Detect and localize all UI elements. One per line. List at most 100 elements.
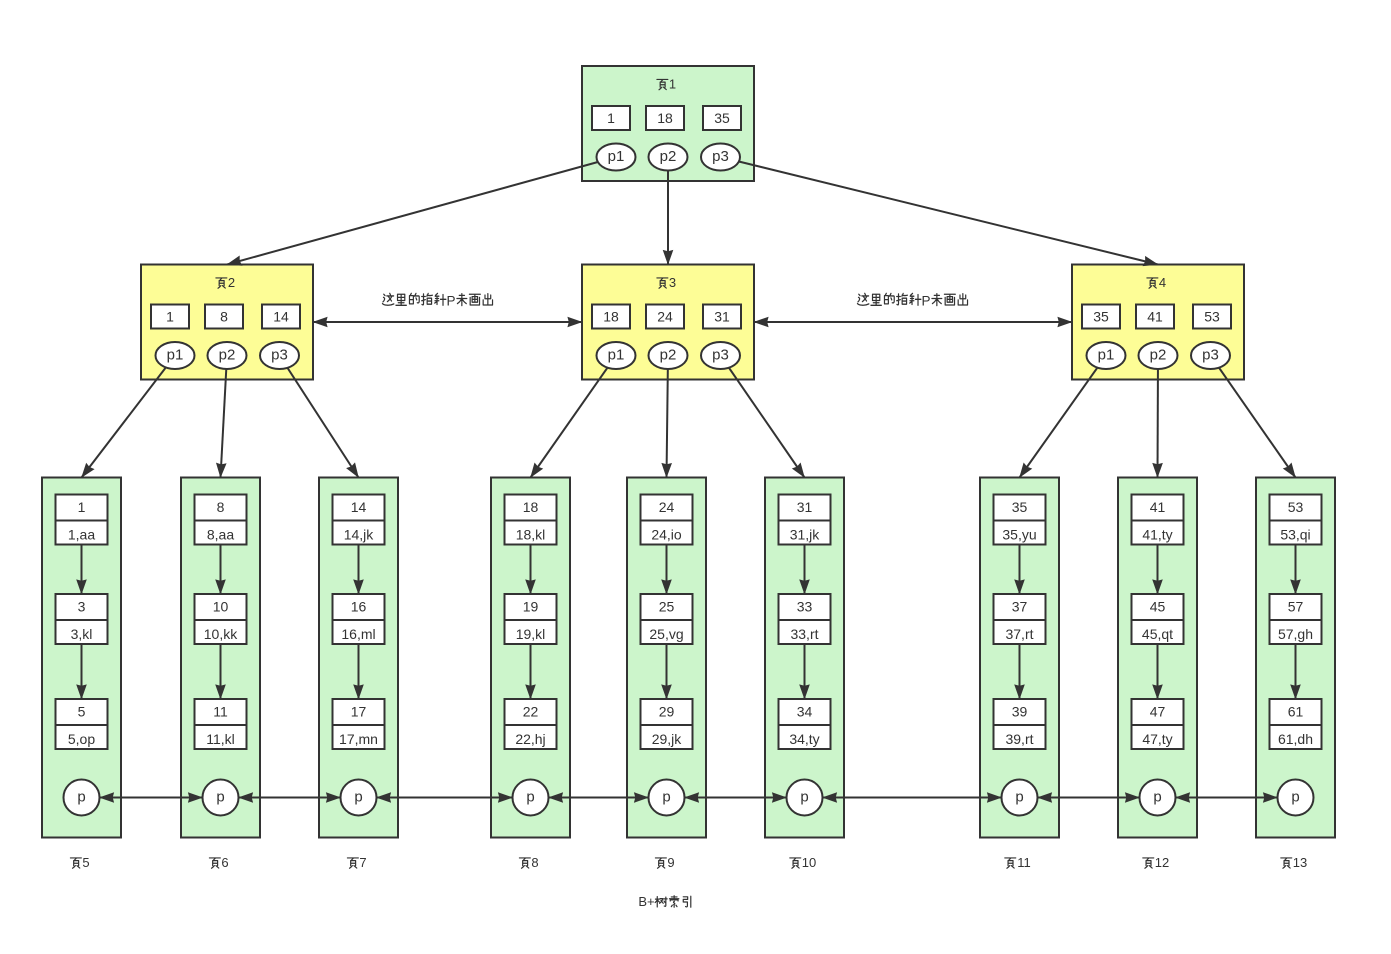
- svg-text:25: 25: [659, 598, 675, 614]
- svg-text:10: 10: [213, 598, 229, 614]
- svg-text:24: 24: [659, 499, 675, 515]
- svg-text:39: 39: [1012, 703, 1028, 719]
- svg-text:33: 33: [797, 598, 813, 614]
- svg-text:45,qt: 45,qt: [1142, 626, 1173, 642]
- svg-text:11: 11: [213, 703, 228, 719]
- svg-text:p1: p1: [608, 346, 625, 363]
- svg-text:p3: p3: [712, 346, 729, 363]
- svg-text:p: p: [1153, 788, 1161, 805]
- svg-text:53: 53: [1204, 308, 1220, 324]
- svg-text:35: 35: [1012, 499, 1028, 515]
- svg-text:33,rt: 33,rt: [790, 626, 818, 642]
- svg-text:37: 37: [1012, 598, 1028, 614]
- svg-text:24,io: 24,io: [651, 527, 682, 543]
- svg-text:18: 18: [523, 499, 539, 515]
- svg-text:16: 16: [351, 598, 367, 614]
- svg-text:p: p: [800, 788, 808, 805]
- svg-text:5: 5: [82, 855, 89, 870]
- svg-text:29,jk: 29,jk: [652, 731, 683, 747]
- svg-text:41: 41: [1147, 308, 1163, 324]
- svg-text:p2: p2: [660, 346, 677, 363]
- svg-text:18,kl: 18,kl: [516, 527, 546, 543]
- svg-text:3: 3: [669, 275, 676, 290]
- svg-text:11: 11: [1017, 855, 1031, 870]
- svg-text:8: 8: [531, 855, 538, 870]
- svg-text:57,gh: 57,gh: [1278, 626, 1313, 642]
- svg-text:37,rt: 37,rt: [1005, 626, 1033, 642]
- svg-text:34: 34: [797, 703, 813, 719]
- svg-text:22: 22: [523, 703, 539, 719]
- svg-text:47: 47: [1150, 703, 1166, 719]
- svg-text:41,ty: 41,ty: [1142, 527, 1172, 543]
- svg-text:1: 1: [607, 110, 615, 126]
- svg-text:31: 31: [797, 499, 813, 515]
- svg-text:p: p: [216, 788, 224, 805]
- svg-text:p: p: [526, 788, 534, 805]
- svg-text:47,ty: 47,ty: [1142, 731, 1172, 747]
- svg-text:6: 6: [221, 855, 228, 870]
- svg-text:41: 41: [1150, 499, 1166, 515]
- svg-text:17,mn: 17,mn: [339, 731, 378, 747]
- svg-text:10,kk: 10,kk: [204, 626, 238, 642]
- svg-text:61: 61: [1288, 703, 1304, 719]
- svg-text:10: 10: [802, 855, 816, 870]
- svg-text:9: 9: [667, 855, 674, 870]
- svg-text:19: 19: [523, 598, 539, 614]
- svg-text:p2: p2: [219, 346, 236, 363]
- svg-text:11,kl: 11,kl: [206, 731, 235, 747]
- svg-text:53,qi: 53,qi: [1280, 527, 1310, 543]
- svg-text:18: 18: [603, 308, 619, 324]
- svg-text:1: 1: [166, 308, 174, 324]
- svg-text:p3: p3: [271, 346, 288, 363]
- svg-text:24: 24: [657, 308, 673, 324]
- svg-text:8: 8: [220, 308, 228, 324]
- svg-text:14: 14: [273, 308, 289, 324]
- svg-text:5,op: 5,op: [68, 731, 95, 747]
- svg-text:3: 3: [78, 598, 86, 614]
- svg-text:57: 57: [1288, 598, 1304, 614]
- svg-text:14,jk: 14,jk: [344, 527, 375, 543]
- svg-text:39,rt: 39,rt: [1005, 731, 1033, 747]
- svg-text:P: P: [921, 293, 930, 308]
- svg-text:53: 53: [1288, 499, 1304, 515]
- svg-text:17: 17: [351, 703, 367, 719]
- svg-text:p: p: [354, 788, 362, 805]
- svg-text:5: 5: [78, 703, 86, 719]
- svg-text:35: 35: [714, 110, 730, 126]
- svg-text:22,hj: 22,hj: [515, 731, 545, 747]
- svg-text:1: 1: [669, 76, 676, 91]
- svg-text:35,yu: 35,yu: [1002, 527, 1036, 543]
- svg-text:2: 2: [228, 275, 235, 290]
- svg-text:16,ml: 16,ml: [341, 626, 375, 642]
- svg-text:29: 29: [659, 703, 675, 719]
- svg-text:3,kl: 3,kl: [71, 626, 93, 642]
- svg-text:14: 14: [351, 499, 367, 515]
- svg-text:1: 1: [78, 499, 86, 515]
- svg-text:31: 31: [714, 308, 730, 324]
- svg-text:19,kl: 19,kl: [516, 626, 546, 642]
- svg-text:61,dh: 61,dh: [1278, 731, 1313, 747]
- svg-text:13: 13: [1293, 855, 1307, 870]
- svg-text:18: 18: [657, 110, 673, 126]
- svg-text:p3: p3: [712, 148, 729, 165]
- svg-text:p: p: [77, 788, 85, 805]
- svg-text:p2: p2: [660, 148, 677, 165]
- svg-text:4: 4: [1159, 275, 1166, 290]
- svg-text:1,aa: 1,aa: [68, 527, 95, 543]
- svg-text:8: 8: [217, 499, 225, 515]
- svg-text:34,ty: 34,ty: [789, 731, 819, 747]
- svg-text:p1: p1: [167, 346, 184, 363]
- svg-text:p1: p1: [608, 148, 625, 165]
- svg-text:B+: B+: [638, 894, 654, 909]
- svg-text:8,aa: 8,aa: [207, 527, 234, 543]
- svg-text:31,jk: 31,jk: [790, 527, 821, 543]
- svg-text:12: 12: [1155, 855, 1169, 870]
- svg-text:45: 45: [1150, 598, 1166, 614]
- svg-text:P: P: [446, 293, 455, 308]
- svg-text:p1: p1: [1098, 346, 1115, 363]
- svg-text:p3: p3: [1202, 346, 1219, 363]
- svg-text:p: p: [1291, 788, 1299, 805]
- svg-text:p: p: [1015, 788, 1023, 805]
- svg-text:p2: p2: [1150, 346, 1167, 363]
- svg-text:p: p: [662, 788, 670, 805]
